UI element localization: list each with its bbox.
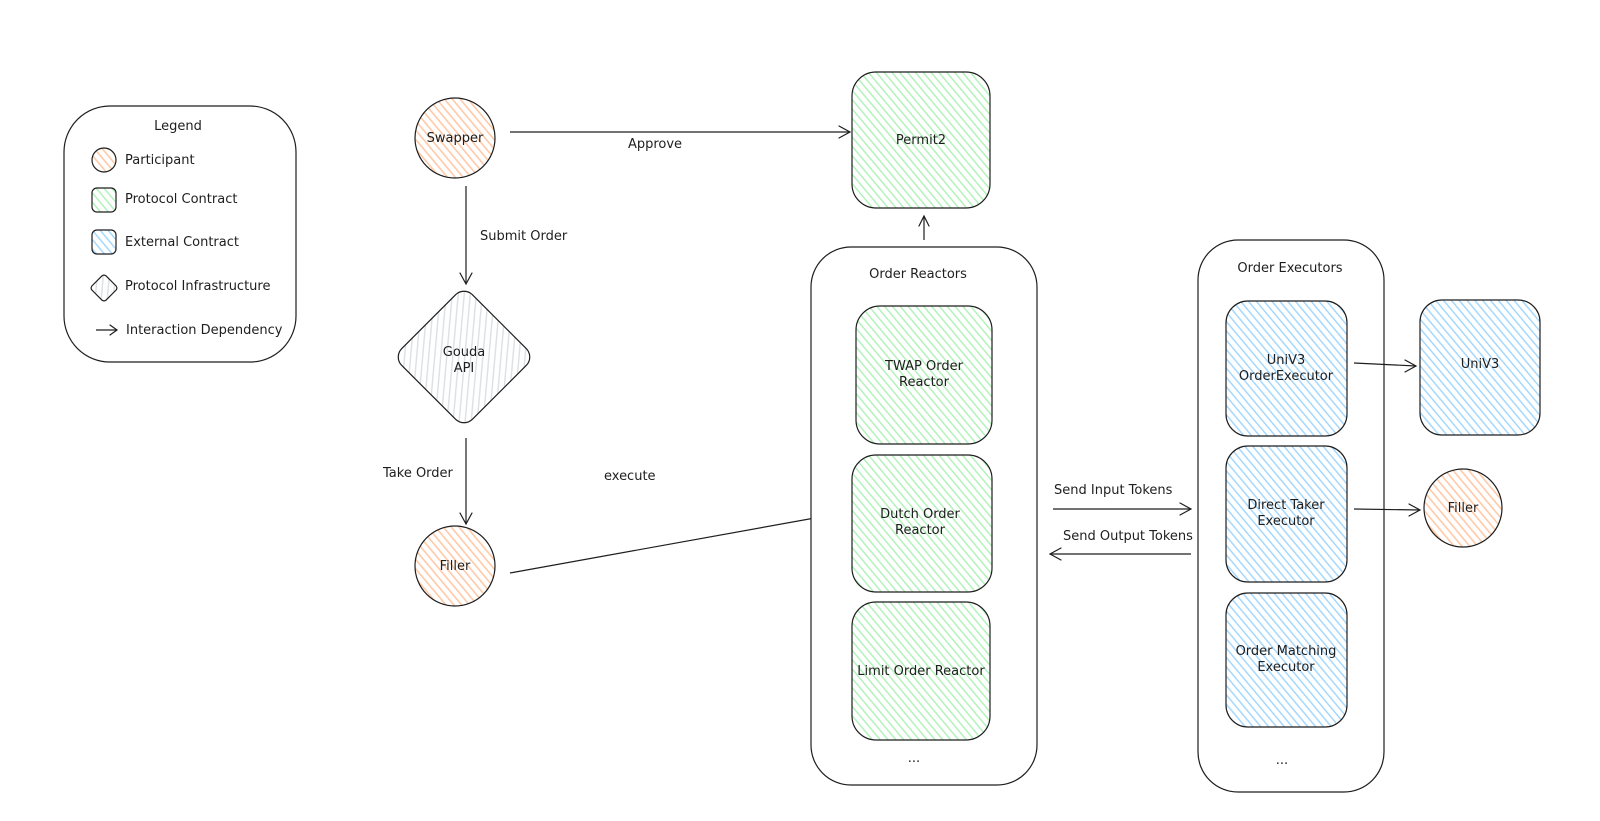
swapper-circle <box>414 97 496 179</box>
filler-circle <box>414 525 496 607</box>
legend-title: Legend <box>154 119 202 134</box>
permit2-label: Permit2 <box>896 133 946 148</box>
legend-infrastructure-swatch <box>90 274 118 302</box>
node-permit2: Permit2 <box>851 71 991 209</box>
edge-execute: execute <box>509 469 839 574</box>
order-matching-executor-box <box>1225 592 1348 728</box>
legend-interaction-label: Interaction Dependency <box>126 323 283 338</box>
edge-send-output-tokens: Send Output Tokens <box>1048 529 1193 561</box>
legend: Legend Participant Protocol Contract Ext… <box>63 105 297 363</box>
edge-approve: Approve <box>510 125 852 152</box>
legend-participant-label: Participant <box>125 153 195 168</box>
direct-taker-executor-box <box>1225 445 1348 583</box>
edge-direct-taker-to-filler <box>1353 503 1422 517</box>
twap-reactor-box <box>855 305 993 445</box>
edge-take-order-label: Take Order <box>382 466 454 481</box>
order-reactors-title: Order Reactors <box>869 267 967 282</box>
order-matching-executor-label-line1: Order Matching <box>1236 644 1337 659</box>
dutch-reactor-label-line1: Dutch Order <box>880 507 960 522</box>
legend-protocol-contract-swatch <box>91 187 117 213</box>
edge-send-output-tokens-label: Send Output Tokens <box>1063 529 1193 544</box>
univ3-executor-box <box>1225 300 1348 437</box>
dutch-reactor-box <box>851 454 993 593</box>
legend-participant-swatch <box>91 147 117 173</box>
legend-arrow-icon <box>96 324 119 336</box>
legend-external-contract-label: External Contract <box>125 235 239 250</box>
limit-reactor-box <box>851 601 991 741</box>
node-filler: Filler <box>414 525 496 607</box>
node-gouda-api: Gouda API <box>397 290 531 424</box>
edge-approve-label: Approve <box>628 137 682 152</box>
filler-right-circle <box>1423 468 1503 548</box>
filler-label: Filler <box>440 559 471 574</box>
legend-frame <box>63 105 297 363</box>
legend-external-contract-swatch <box>91 229 117 255</box>
order-executors-title: Order Executors <box>1237 261 1342 276</box>
edge-send-input-tokens: Send Input Tokens <box>1053 483 1193 516</box>
univ3-box <box>1419 299 1541 436</box>
node-filler-right: Filler <box>1423 468 1503 548</box>
direct-taker-executor-label-line1: Direct Taker <box>1247 498 1325 513</box>
order-reactors-ellipsis: ... <box>908 751 920 766</box>
edge-reactors-to-permit2 <box>918 214 930 240</box>
group-order-reactors: Order Reactors TWAP Order Reactor Dutch … <box>810 246 1038 786</box>
legend-infrastructure-label: Protocol Infrastructure <box>125 279 270 294</box>
univ3-executor-label-line1: UniV3 <box>1267 353 1306 368</box>
edge-univ3-executor-to-univ3 <box>1353 359 1418 373</box>
gouda-api-diamond <box>397 290 531 424</box>
group-order-executors: Order Executors UniV3 OrderExecutor Dire… <box>1197 239 1385 793</box>
gouda-api-label-line1: Gouda <box>443 345 486 360</box>
edge-submit-order-label: Submit Order <box>480 229 568 244</box>
twap-reactor-label-line2: Reactor <box>899 375 950 390</box>
edge-send-input-tokens-label: Send Input Tokens <box>1054 483 1173 498</box>
univ3-executor-label-line2: OrderExecutor <box>1239 369 1334 384</box>
dutch-reactor-label-line2: Reactor <box>895 523 946 538</box>
edge-submit-order: Submit Order <box>459 186 568 286</box>
filler-right-label: Filler <box>1448 501 1479 516</box>
univ3-label: UniV3 <box>1461 357 1500 372</box>
order-executors-ellipsis: ... <box>1276 753 1288 768</box>
gouda-api-label-line2: API <box>454 361 475 376</box>
node-univ3: UniV3 <box>1419 299 1541 436</box>
legend-protocol-contract-label: Protocol Contract <box>125 192 237 207</box>
twap-reactor-label-line1: TWAP Order <box>884 359 964 374</box>
node-swapper: Swapper <box>414 97 496 179</box>
swapper-label: Swapper <box>427 131 484 146</box>
limit-reactor-label: Limit Order Reactor <box>857 664 985 679</box>
order-matching-executor-label-line2: Executor <box>1257 660 1315 675</box>
edge-take-order: Take Order <box>382 438 473 526</box>
direct-taker-executor-label-line2: Executor <box>1257 514 1315 529</box>
edge-execute-label: execute <box>604 469 656 484</box>
permit2-box <box>851 71 991 209</box>
